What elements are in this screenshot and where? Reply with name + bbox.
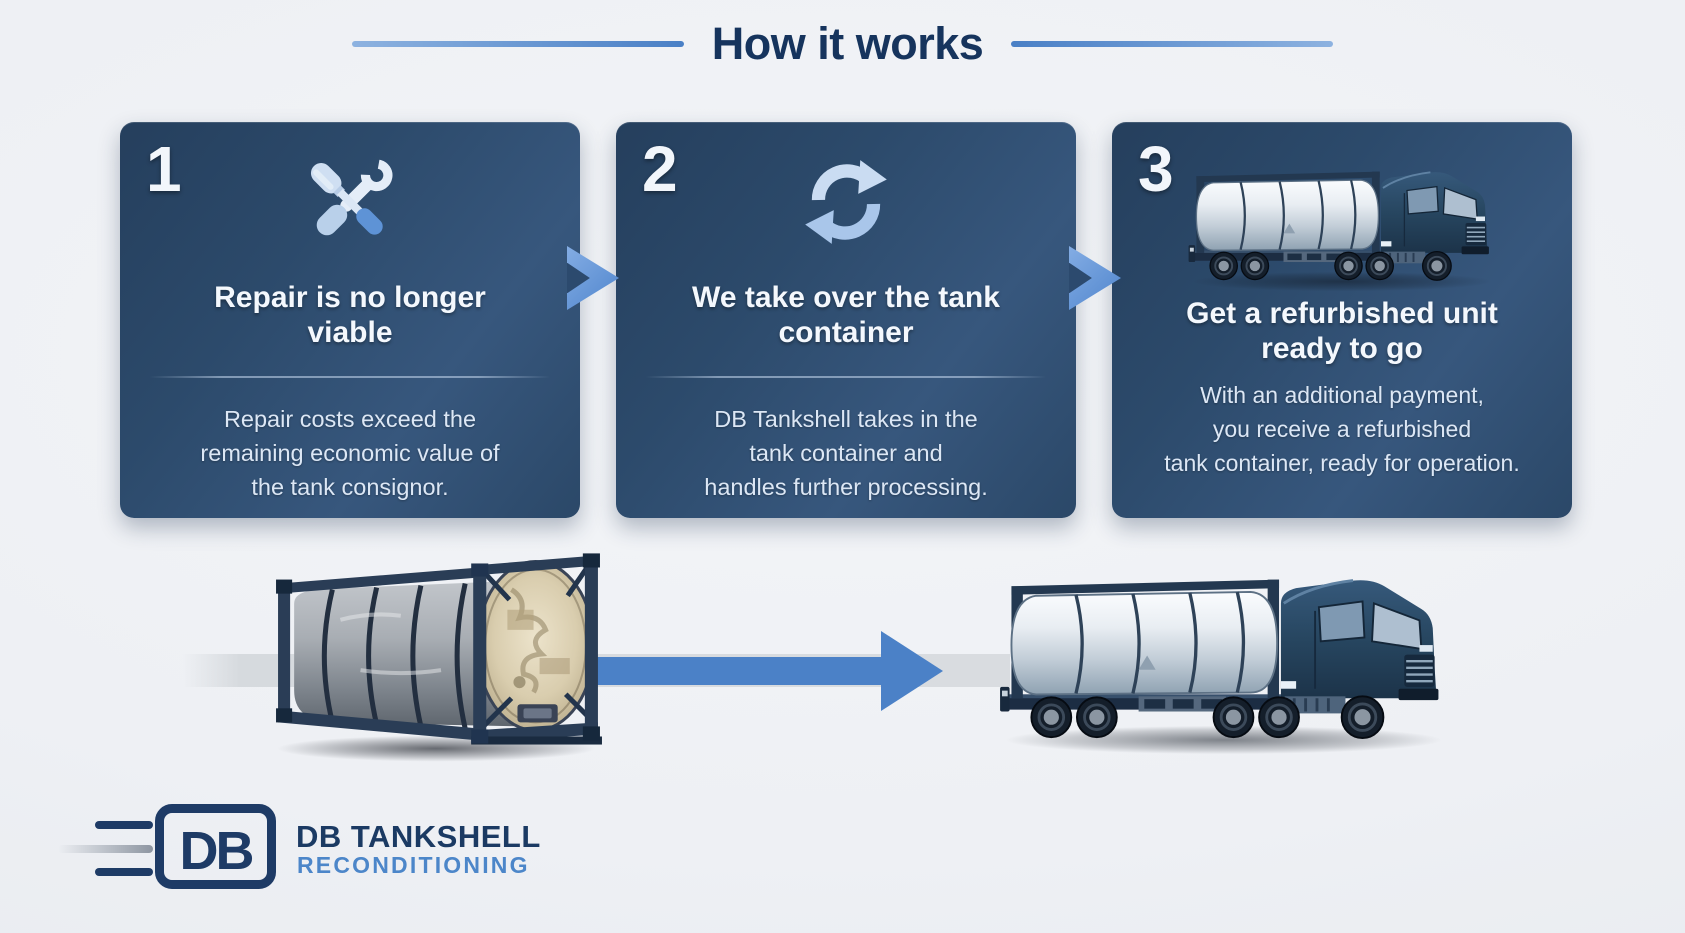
step-description: Repair costs exceed the remaining econom…: [200, 406, 500, 500]
step-number: 1: [146, 133, 182, 205]
step-card-2: 2 We take over the tank container DB Tan…: [616, 122, 1076, 518]
right-arrow-head-icon: [881, 631, 943, 711]
title-decor-line-left: [351, 41, 684, 47]
step-card-3: 3 Get a refurbished unit ready to go Wit…: [1112, 122, 1572, 518]
step-number: 3: [1138, 133, 1174, 205]
page-title: How it works: [711, 18, 984, 69]
speed-line-icon: [58, 845, 153, 853]
step-number: 2: [642, 133, 678, 205]
step-title: Repair is no longer viable: [214, 281, 486, 349]
step-arrow-icon-1: [567, 246, 619, 310]
steps-row: 1 Repair is no longer viable: [120, 122, 1572, 518]
logo-tagline: RECONDITIONING: [297, 852, 530, 878]
refurbished-tank-truck-illustration: [990, 554, 1458, 758]
speed-line-icon: [95, 821, 153, 829]
speed-line-icon: [95, 868, 153, 876]
logo-box: DB: [155, 804, 276, 889]
card-divider: [646, 376, 1046, 378]
crossed-tools-icon: [294, 148, 406, 256]
cycle-arrows-icon: [790, 148, 902, 256]
tank-truck-illustration: [1186, 154, 1498, 294]
card-divider: [150, 376, 550, 378]
logo-monogram: DB: [179, 820, 255, 881]
logo-name: DB TANKSHELL: [296, 819, 541, 854]
right-arrow-shaft: [545, 657, 883, 685]
step-description: DB Tankshell takes in the tank container…: [704, 406, 988, 500]
weathered-tank-container-illustration: [270, 538, 608, 770]
header: How it works: [0, 18, 1685, 70]
step-description: With an additional payment, you receive …: [1164, 382, 1520, 476]
title-decor-line-right: [1011, 41, 1334, 47]
step-arrow-icon-2: [1069, 246, 1121, 310]
step-title: We take over the tank container: [692, 281, 1000, 349]
step-title: Get a refurbished unit ready to go: [1186, 297, 1498, 365]
step-card-1: 1 Repair is no longer viable: [120, 122, 580, 518]
